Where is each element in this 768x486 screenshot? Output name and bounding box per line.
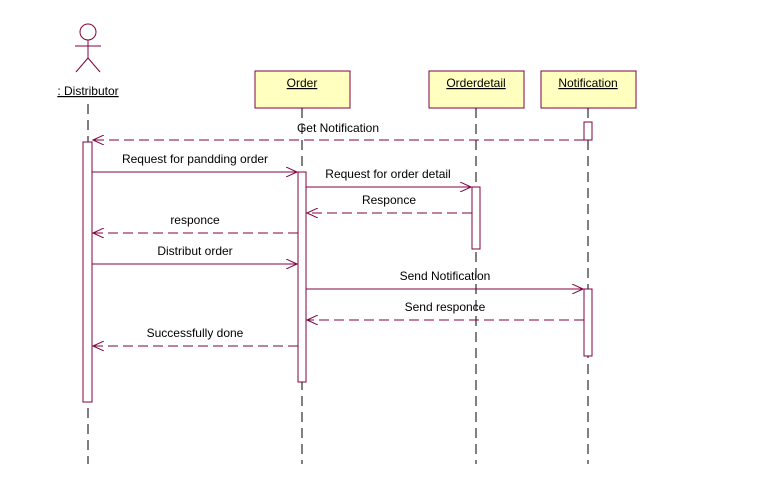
- svg-text:Send Notification: Send Notification: [400, 269, 491, 283]
- message-get-notification: Get Notification: [93, 121, 584, 140]
- object-orderdetail[interactable]: Orderdetail: [428, 70, 525, 109]
- message-request-pending-order: Request for pandding order: [92, 152, 297, 172]
- svg-text:Get Notification: Get Notification: [297, 121, 379, 135]
- svg-text:responce: responce: [170, 213, 220, 227]
- object-box: [254, 70, 351, 109]
- svg-text:Distribut order: Distribut order: [157, 244, 232, 258]
- activation-orderdetail: [471, 186, 481, 250]
- object-label: Order: [287, 76, 318, 90]
- svg-text:Request for pandding order: Request for pandding order: [122, 152, 268, 166]
- activation-order: [297, 171, 307, 383]
- message-responce-distributor: responce: [93, 213, 298, 233]
- object-label: Notification: [558, 76, 617, 90]
- message-send-responce: Send responce: [307, 300, 584, 320]
- activation-distributor: [82, 141, 93, 403]
- message-successfully-done: Successfully done: [93, 326, 298, 346]
- svg-text:Send responce: Send responce: [405, 300, 486, 314]
- object-box: [540, 70, 637, 109]
- actor-distributor[interactable]: : Distributor: [57, 23, 119, 98]
- stick-figure-icon: [75, 23, 101, 73]
- svg-text:Request for order detail: Request for order detail: [325, 167, 450, 181]
- object-order[interactable]: Order: [254, 70, 351, 109]
- message-send-notification: Send Notification: [306, 269, 583, 289]
- object-notification[interactable]: Notification: [540, 70, 637, 109]
- object-label: Orderdetail: [446, 76, 505, 90]
- object-box: [428, 70, 525, 109]
- svg-text:Responce: Responce: [362, 193, 416, 207]
- activation-notification-2: [583, 288, 593, 357]
- actor-label: : Distributor: [57, 84, 118, 98]
- message-responce-orderdetail: Responce: [307, 193, 472, 213]
- message-request-order-detail: Request for order detail: [306, 167, 471, 187]
- svg-text:Successfully done: Successfully done: [147, 326, 244, 340]
- message-distribut-order: Distribut order: [92, 244, 297, 264]
- activation-notification-1: [583, 121, 593, 141]
